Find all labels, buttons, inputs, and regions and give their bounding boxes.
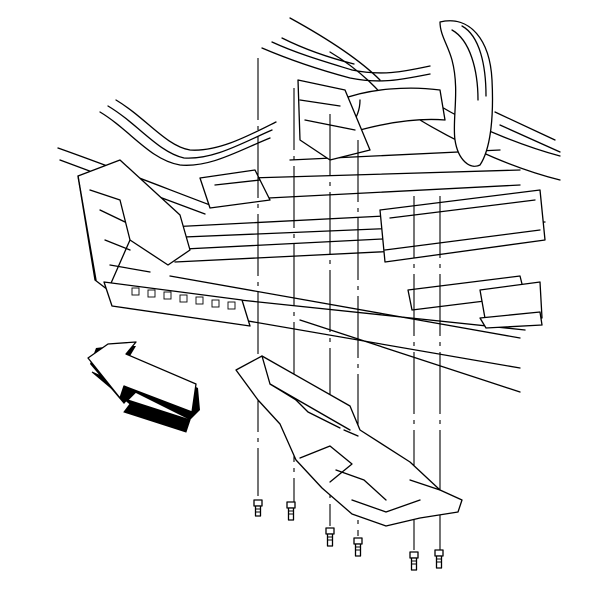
flange-slots bbox=[131, 287, 236, 310]
upper-mount-bracket bbox=[199, 79, 371, 209]
bolt bbox=[286, 501, 296, 521]
exhaust-tube bbox=[329, 20, 494, 167]
bolt bbox=[353, 537, 363, 557]
mid-crossmember bbox=[379, 189, 546, 329]
bolt bbox=[253, 499, 263, 517]
front-direction-arrow-icon bbox=[87, 341, 200, 433]
vehicle-frame bbox=[57, 105, 561, 393]
bolt bbox=[434, 549, 444, 569]
bolt bbox=[325, 527, 335, 547]
left-crossmember bbox=[77, 159, 251, 327]
harness-bundle bbox=[99, 17, 431, 166]
bolt bbox=[409, 551, 419, 571]
underbody-shield bbox=[235, 355, 463, 527]
fasteners bbox=[253, 499, 444, 571]
